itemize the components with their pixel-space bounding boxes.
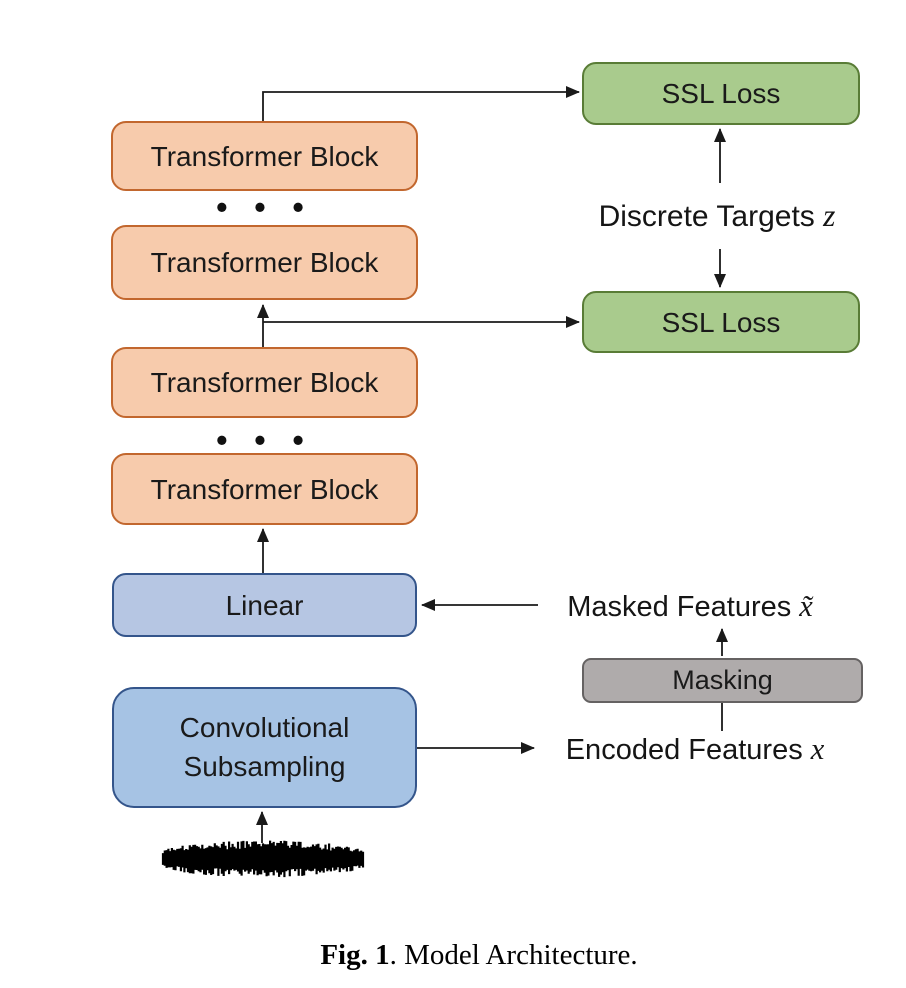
node-label: Transformer Block xyxy=(150,473,379,505)
node-label: Linear xyxy=(225,589,304,621)
node-transformer-block-3: Transformer Block xyxy=(111,347,418,418)
ellipsis-bottom: • • • xyxy=(216,422,313,458)
arrow-block1-to-ssl-loss-top xyxy=(262,86,580,121)
node-label: SSL Loss xyxy=(661,306,781,338)
masked-features-label: Masked Features x̃ xyxy=(540,589,840,624)
node-transformer-block-2: Transformer Block xyxy=(111,225,418,300)
figure-caption-number: Fig. 1 xyxy=(320,939,390,971)
node-transformer-block-1: Transformer Block xyxy=(111,121,418,191)
node-linear: Linear xyxy=(112,573,417,637)
node-label-line1: Convolutional xyxy=(179,711,350,743)
node-label: SSL Loss xyxy=(661,78,781,109)
node-label-line2: Subsampling xyxy=(183,750,346,782)
label-text: Discrete Targets xyxy=(598,200,815,233)
ellipsis-top: • • • xyxy=(216,189,313,225)
math-symbol-x: x xyxy=(810,732,825,766)
discrete-targets-label: Discrete Targets z xyxy=(557,198,877,234)
node-label: Transformer Block xyxy=(150,140,379,172)
encoded-features-label: Encoded Features x xyxy=(545,732,845,767)
figure-caption-text: . Model Architecture. xyxy=(389,939,638,971)
node-label: Convolutional Subsampling xyxy=(180,709,350,786)
figure-caption: Fig. 1. Model Architecture. xyxy=(320,939,637,972)
node-convolutional-subsampling: Convolutional Subsampling xyxy=(112,687,417,808)
node-masking: Masking xyxy=(582,658,863,703)
node-label: Transformer Block xyxy=(150,367,379,398)
math-symbol-z: z xyxy=(823,198,836,233)
math-symbol-x-tilde: x̃ xyxy=(799,589,813,623)
node-ssl-loss-top: SSL Loss xyxy=(582,62,860,125)
label-text: Masked Features xyxy=(567,591,792,623)
label-text: Encoded Features xyxy=(565,734,803,766)
node-ssl-loss-mid: SSL Loss xyxy=(582,291,860,353)
node-label: Masking xyxy=(672,664,773,695)
node-label: Transformer Block xyxy=(150,247,379,278)
audio-waveform-icon xyxy=(161,840,365,878)
node-transformer-block-4: Transformer Block xyxy=(111,453,418,525)
